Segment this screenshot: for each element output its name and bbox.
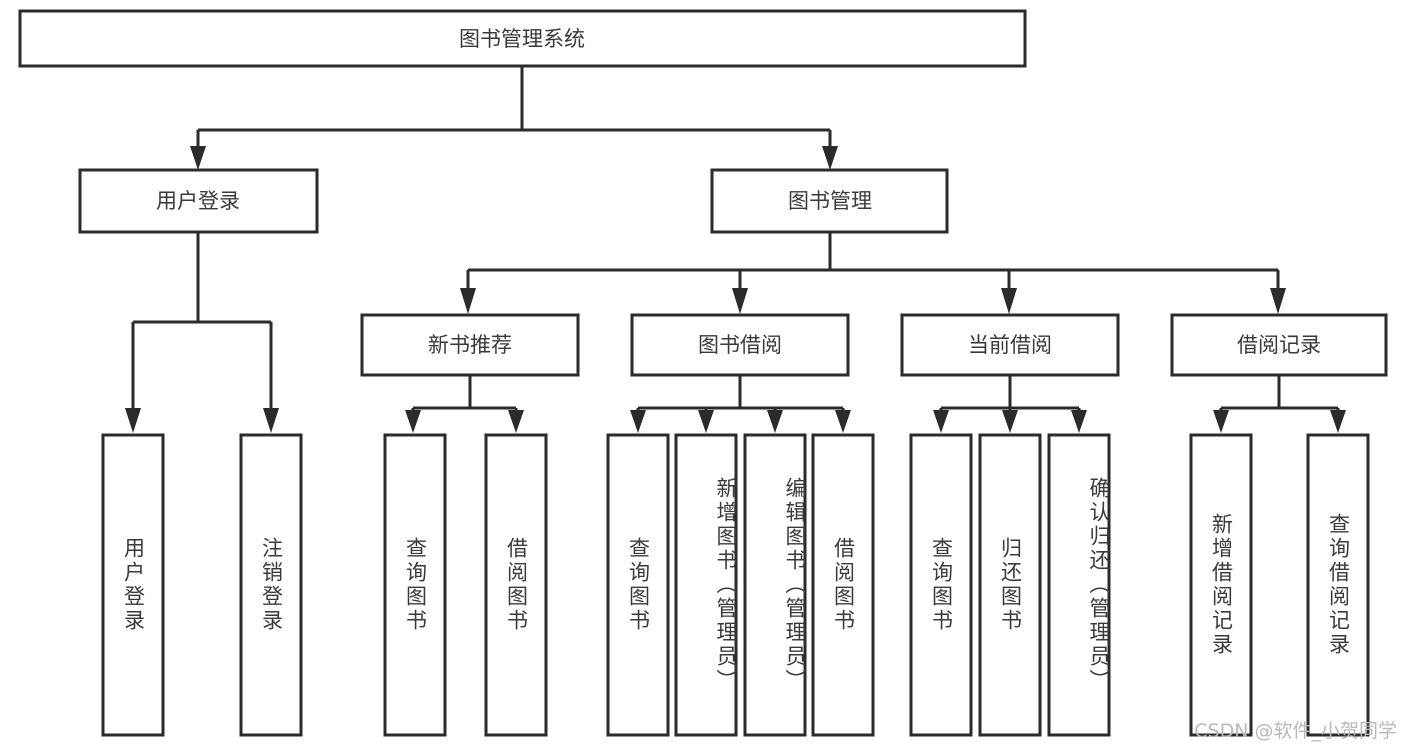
arrowhead-user-login-leaf-1: [263, 408, 279, 433]
leaf-box-book-borrow-1[interactable]: [674, 433, 738, 737]
node-book-manage[interactable]: 图书管理: [710, 168, 949, 234]
arrowhead-to-new-book: [460, 288, 476, 314]
node-borrow-record[interactable]: 借阅记录: [1170, 313, 1388, 377]
node-user-login-label: 用户登录: [156, 189, 240, 213]
leaf-box-book-borrow-0[interactable]: [606, 433, 670, 737]
node-book-borrow-label: 图书借阅: [698, 333, 782, 357]
connector-root-to-level2: [190, 66, 838, 170]
node-current-borrow-box[interactable]: [900, 313, 1120, 377]
arrowhead-to-borrow-record: [1270, 288, 1286, 314]
arrowhead-current-borrow-leaf-1: [1002, 410, 1018, 433]
leaf-box-borrow-record-0[interactable]: [1189, 433, 1253, 737]
connector-user-login-to-leaves: [125, 232, 279, 433]
connector-current-borrow-to-leaves: [933, 375, 1087, 433]
leaf-box-new-book-0[interactable]: [383, 433, 447, 737]
connector-book-manage-to-level3: [460, 232, 1286, 314]
node-current-borrow-label: 当前借阅: [968, 333, 1052, 357]
leaf-box-current-borrow-0[interactable]: [909, 433, 973, 737]
arrowhead-new-book-leaf-1: [508, 410, 524, 433]
leaf-box-current-borrow-1[interactable]: [978, 433, 1042, 737]
connector-borrow-record-to-leaves: [1213, 375, 1346, 433]
node-borrow-record-label: 借阅记录: [1237, 333, 1321, 357]
node-new-book-recommend-box[interactable]: [360, 313, 580, 377]
node-root[interactable]: 图书管理系统: [18, 9, 1027, 68]
watermark-text: CSDN @软件_小贺同学: [1194, 720, 1397, 742]
node-user-login[interactable]: 用户登录: [78, 168, 319, 234]
arrowhead-to-user-login: [190, 146, 206, 170]
node-new-book-recommend[interactable]: 新书推荐: [360, 313, 580, 377]
node-root-box[interactable]: [18, 9, 1027, 68]
node-book-borrow[interactable]: 图书借阅: [630, 313, 850, 377]
arrowhead-user-login-leaf-0: [125, 408, 141, 433]
leaf-box-user-login-0[interactable]: [101, 433, 165, 737]
arrowhead-book-borrow-leaf-2: [767, 410, 783, 433]
connector-new-book-to-leaves: [405, 375, 524, 433]
leaf-box-book-borrow-2[interactable]: [743, 433, 807, 737]
leaf-box-user-login-1[interactable]: [239, 433, 303, 737]
node-root-label: 图书管理系统: [459, 27, 585, 51]
arrowhead-book-borrow-leaf-3: [835, 410, 851, 433]
leaf-box-borrow-record-1[interactable]: [1306, 433, 1370, 737]
arrowhead-book-borrow-leaf-1: [698, 410, 714, 433]
leaf-box-book-borrow-3[interactable]: [811, 433, 875, 737]
arrowhead-to-current-borrow: [1001, 288, 1017, 314]
node-book-manage-label: 图书管理: [788, 189, 872, 213]
arrowhead-current-borrow-leaf-0: [933, 410, 949, 433]
node-new-book-recommend-label: 新书推荐: [428, 333, 512, 357]
arrowhead-borrow-record-leaf-0: [1213, 410, 1229, 433]
arrowhead-to-book-borrow: [732, 288, 748, 314]
node-user-login-box[interactable]: [78, 168, 319, 234]
arrowhead-current-borrow-leaf-2: [1071, 410, 1087, 433]
arrowhead-new-book-leaf-0: [405, 410, 421, 433]
arrowhead-borrow-record-leaf-1: [1330, 410, 1346, 433]
leaf-box-new-book-1[interactable]: [484, 433, 548, 737]
connector-book-borrow-to-leaves: [630, 375, 851, 433]
arrowhead-to-book-manage: [822, 146, 838, 170]
arrowhead-book-borrow-leaf-0: [630, 410, 646, 433]
leaf-box-current-borrow-2[interactable]: [1047, 433, 1111, 737]
node-current-borrow[interactable]: 当前借阅: [900, 313, 1120, 377]
